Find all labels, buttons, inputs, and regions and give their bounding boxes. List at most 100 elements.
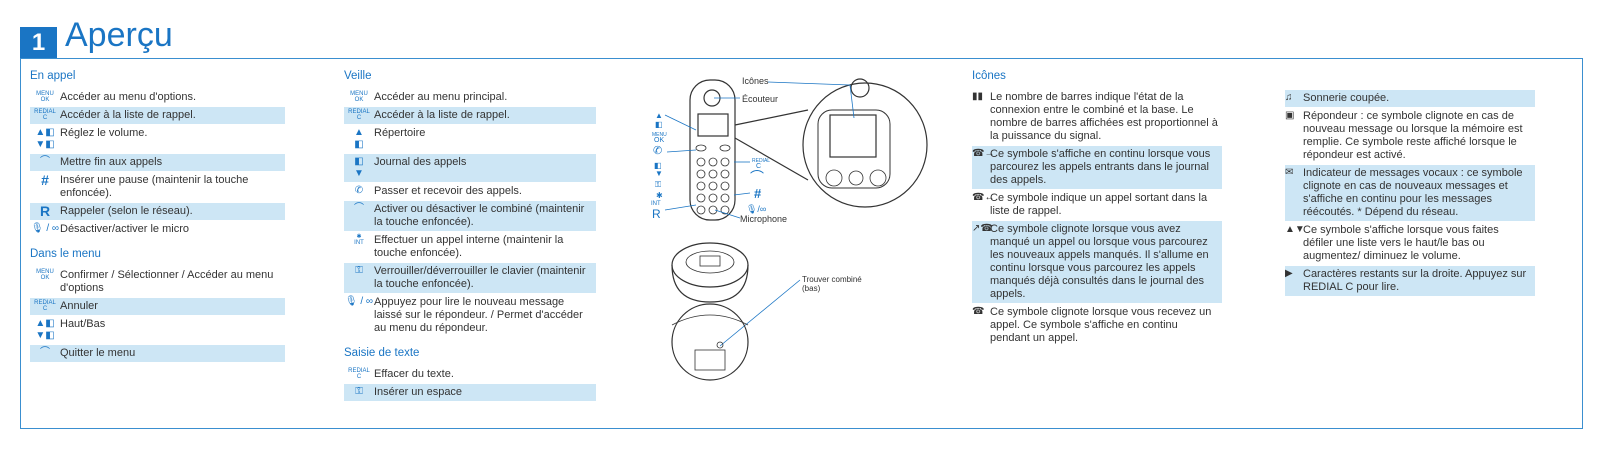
list-item: ♫Sonnerie coupée. xyxy=(1285,90,1535,107)
item-text: Répertoire xyxy=(374,127,426,139)
list-item: 🎙 / ∞Désactiver/activer le micro xyxy=(30,221,285,238)
list-item: REDIAL C Accéder à la liste de rappel. xyxy=(30,107,285,124)
list-item: ✉Indicateur de messages vocaux : ce symb… xyxy=(1285,165,1535,221)
item-text: Confirmer / Sélectionner / Accéder au me… xyxy=(60,269,274,294)
list-item: ⌒Activer ou désactiver le combiné (maint… xyxy=(344,201,596,231)
svg-text:MENU: MENU xyxy=(652,132,667,138)
section-heading-icons: Icônes xyxy=(972,70,1006,82)
svg-text:R: R xyxy=(652,207,661,221)
item-text: Insérer un espace xyxy=(374,386,463,398)
item-icon: ▣ xyxy=(1285,110,1295,121)
item-text: Insérer une pause (maintenir la touche e… xyxy=(60,174,249,199)
item-icon: 🎙 / ∞ xyxy=(30,223,60,234)
item-icon: ✱ INT xyxy=(354,234,364,246)
item-text: Passer et recevoir des appels. xyxy=(374,185,522,197)
list-item: MENU OK Confirmer / Sélectionner / Accéde… xyxy=(30,267,285,297)
list-item: ⚿Insérer un espace xyxy=(344,384,596,401)
list-item: ◧ ▼ Journal des appels xyxy=(344,154,596,182)
svg-text:⚿: ⚿ xyxy=(655,180,661,189)
item-text: Activer ou désactiver le combiné (mainte… xyxy=(374,203,585,228)
svg-text:▼: ▼ xyxy=(655,169,663,178)
list-item: ⌒ Quitter le menu xyxy=(30,345,285,362)
list-item: ▲◧ ▼◧ Haut/Bas xyxy=(30,316,285,344)
svg-text:✆: ✆ xyxy=(653,145,662,157)
svg-text:INT: INT xyxy=(651,201,661,207)
item-icon: ▲ ◧ xyxy=(354,127,364,150)
list-item: ▶Caractères restants sur la droite. Appu… xyxy=(1285,266,1535,296)
item-icon: ▲◧ ▼◧ xyxy=(35,318,55,341)
svg-text:▲: ▲ xyxy=(655,111,663,120)
handset-illustration xyxy=(689,79,736,221)
item-icon: ▲▼ xyxy=(1285,224,1305,235)
item-text: Ce symbole indique un appel sortant dans… xyxy=(990,192,1208,217)
item-text: Accéder à la liste de rappel. xyxy=(60,109,196,121)
item-icon: ⚿ xyxy=(355,265,363,276)
label-microphone: Microphone xyxy=(740,214,787,224)
item-icon: ▲◧ ▼◧ xyxy=(35,127,55,150)
item-icon: ♫ xyxy=(1285,92,1293,103)
item-text: Verrouiller/déverrouiller le clavier (ma… xyxy=(374,265,586,290)
svg-text:⌒: ⌒ xyxy=(750,169,764,185)
list-item: # Insérer une pause (maintenir la touche … xyxy=(30,172,285,202)
list-item: ✱ INT Effectuer un appel interne (mainten… xyxy=(344,232,596,262)
item-text: Haut/Bas xyxy=(60,318,106,330)
section-heading-standby: Veille xyxy=(344,70,372,82)
svg-text:#: # xyxy=(754,186,762,201)
section-heading-text-entry: Saisie de texte xyxy=(344,347,420,359)
item-icon: ✆ xyxy=(354,185,364,196)
list-item: ▲◧ ▼◧Réglez le volume. xyxy=(30,125,285,153)
svg-text:◧: ◧ xyxy=(655,120,663,129)
svg-text:✱: ✱ xyxy=(656,191,663,200)
list-item: 🎙 / ∞Appuyez pour lire le nouveau messag… xyxy=(344,294,596,337)
list-item: ✆ Passer et recevoir des appels. xyxy=(344,183,596,200)
item-icon: # xyxy=(41,172,49,188)
item-icon: ⌒ xyxy=(40,347,50,358)
right-key-icons: REDIAL C ⌒ # 🎙/∞ xyxy=(746,158,770,214)
label-icones: Icônes xyxy=(742,76,769,86)
item-icon: ✉ xyxy=(1285,167,1294,178)
list-item: ↗☎Ce symbole clignote lorsque vous avez … xyxy=(972,221,1222,303)
item-icon: ◧ ▼ xyxy=(354,156,364,179)
list-item: ⌒Mettre fin aux appels xyxy=(30,154,285,171)
content-frame xyxy=(20,58,1583,429)
section-heading-in-call: En appel xyxy=(30,70,76,82)
item-text: Journal des appels xyxy=(374,156,467,168)
item-icon: ▮▮ xyxy=(972,91,984,102)
item-icon: REDIAL C xyxy=(348,368,370,380)
item-text: Ce symbole s'affiche en continu lorsque … xyxy=(990,148,1211,186)
item-text: Désactiver/activer le micro xyxy=(60,223,189,235)
svg-text:C: C xyxy=(756,163,761,170)
column-icons: Icônes ▮▮ Le nombre de barres indique l'é… xyxy=(972,70,1222,348)
item-text: Mettre fin aux appels xyxy=(60,156,163,168)
item-icon: REDIAL C xyxy=(348,109,370,121)
page-title: Aperçu xyxy=(65,16,173,54)
item-text: Effectuer un appel interne (maintenir la… xyxy=(374,234,564,259)
item-icon: MENU OK xyxy=(36,91,54,103)
list-item: ⚿ Verrouiller/déverrouiller le clavier (m… xyxy=(344,263,596,293)
svg-text:◧: ◧ xyxy=(654,161,662,170)
list-item: ☎→Ce symbole s'affiche en continu lorsqu… xyxy=(972,146,1222,189)
item-text: Quitter le menu xyxy=(60,347,136,359)
list-item: ▲▼Ce symbole s'affiche lorsque vous fait… xyxy=(1285,222,1535,265)
base-bottom-illustration xyxy=(671,303,749,381)
list-item: ☎Ce symbole clignote lorsque vous receve… xyxy=(972,304,1222,347)
list-item: ▮▮ Le nombre de barres indique l'état de … xyxy=(972,89,1222,145)
item-icon: REDIAL C xyxy=(34,109,56,121)
section-heading-in-menu: Dans le menu xyxy=(30,248,101,260)
column-icons-2: ♫Sonnerie coupée.▣Répondeur : ce symbole… xyxy=(1285,90,1535,297)
item-icon: MENU OK xyxy=(36,269,54,281)
label-find-handset: Trouver combiné xyxy=(802,275,862,284)
item-text: Le nombre de barres indique l'état de la… xyxy=(990,91,1218,142)
item-icon: ↗☎ xyxy=(972,223,993,234)
item-text: Ce symbole clignote lorsque vous recevez… xyxy=(990,306,1212,344)
item-text: Appuyez pour lire le nouveau message lai… xyxy=(374,296,583,334)
svg-text:REDIAL: REDIAL xyxy=(752,158,770,164)
